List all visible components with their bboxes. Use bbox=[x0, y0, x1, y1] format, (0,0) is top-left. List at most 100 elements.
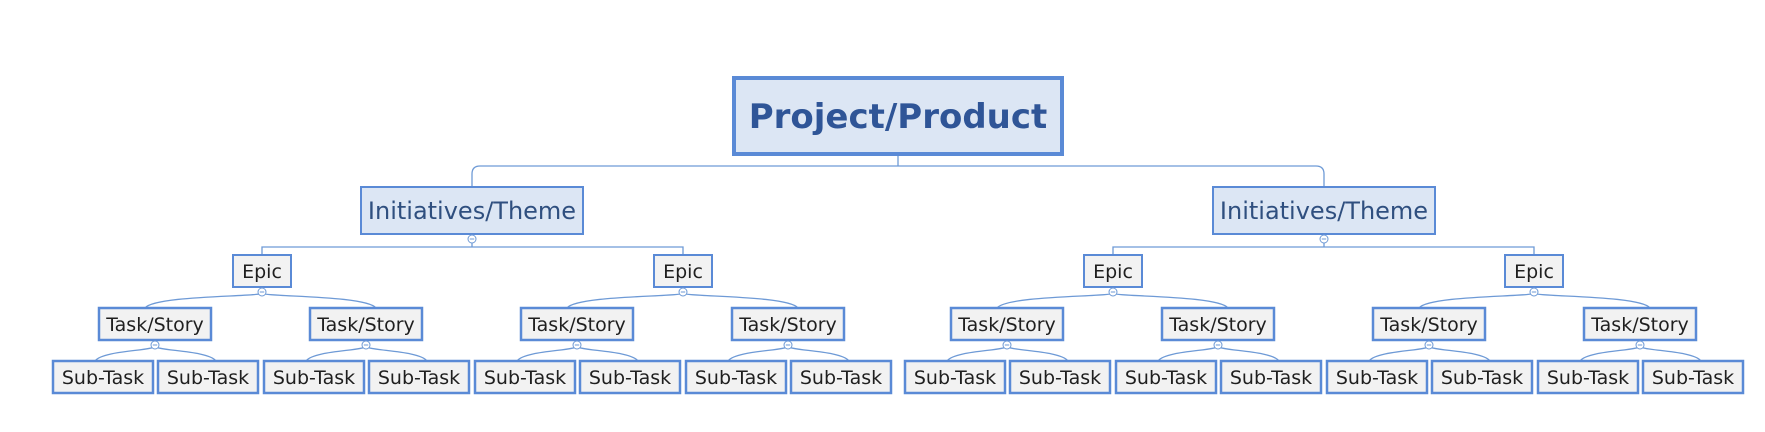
subtask-node-label: Sub-Task bbox=[1441, 367, 1523, 389]
subtask-node[interactable]: Sub-Task bbox=[1536, 359, 1640, 395]
task-node-box bbox=[1160, 306, 1276, 342]
epic-node[interactable]: Epic bbox=[232, 254, 292, 288]
task-node[interactable]: Task/Story bbox=[519, 306, 635, 342]
subtask-node-label: Sub-Task bbox=[1336, 367, 1418, 389]
task-connector-left bbox=[1579, 345, 1641, 362]
subtask-node-box bbox=[1430, 359, 1534, 395]
collapse-toggle[interactable] bbox=[678, 287, 688, 297]
task-node-box bbox=[519, 306, 635, 342]
subtask-node[interactable]: Sub-Task bbox=[473, 359, 577, 395]
subtask-node[interactable]: Sub-Task bbox=[1114, 359, 1218, 395]
epic-node-box bbox=[1504, 254, 1564, 288]
subtask-node-box bbox=[1219, 359, 1323, 395]
collapse-toggle[interactable] bbox=[150, 340, 160, 350]
collapse-toggle[interactable] bbox=[1529, 287, 1539, 297]
task-node[interactable]: Task/Story bbox=[949, 306, 1065, 342]
task-connector-right bbox=[1006, 345, 1069, 362]
subtask-node-label: Sub-Task bbox=[914, 367, 996, 389]
task-connector-left bbox=[1157, 345, 1219, 362]
collapse-toggle[interactable] bbox=[1635, 340, 1645, 350]
initiative-node[interactable]: Initiatives/Theme bbox=[1212, 186, 1436, 235]
collapse-toggle[interactable] bbox=[467, 234, 477, 244]
subtask-node-label: Sub-Task bbox=[589, 367, 671, 389]
collapse-toggle[interactable] bbox=[1319, 234, 1329, 244]
subtask-node[interactable]: Sub-Task bbox=[903, 359, 1007, 395]
task-node[interactable]: Task/Story bbox=[308, 306, 424, 342]
initiative-node-box bbox=[1212, 186, 1436, 235]
subtask-node-box bbox=[1325, 359, 1429, 395]
subtask-node[interactable]: Sub-Task bbox=[1008, 359, 1112, 395]
subtask-node[interactable]: Sub-Task bbox=[1641, 359, 1745, 395]
subtask-node-box bbox=[1114, 359, 1218, 395]
task-node-label: Task/Story bbox=[1168, 314, 1267, 336]
task-node-box bbox=[308, 306, 424, 342]
task-node-box bbox=[730, 306, 846, 342]
initiative-node-box bbox=[360, 186, 584, 235]
subtask-node-box bbox=[578, 359, 682, 395]
subtask-node-label: Sub-Task bbox=[1019, 367, 1101, 389]
epic-node[interactable]: Epic bbox=[1504, 254, 1564, 288]
task-node[interactable]: Task/Story bbox=[1160, 306, 1276, 342]
collapse-toggle[interactable] bbox=[783, 340, 793, 350]
collapse-toggle[interactable] bbox=[257, 287, 267, 297]
epic-node[interactable]: Epic bbox=[1083, 254, 1143, 288]
epic-node-box bbox=[653, 254, 713, 288]
task-node-label: Task/Story bbox=[957, 314, 1056, 336]
task-connector-left bbox=[94, 345, 156, 362]
subtask-node-box bbox=[1641, 359, 1745, 395]
subtask-node[interactable]: Sub-Task bbox=[578, 359, 682, 395]
subtask-node[interactable]: Sub-Task bbox=[1219, 359, 1323, 395]
subtask-node[interactable]: Sub-Task bbox=[367, 359, 471, 395]
subtask-node-box bbox=[1008, 359, 1112, 395]
subtask-node[interactable]: Sub-Task bbox=[789, 359, 893, 395]
subtask-node-box bbox=[473, 359, 577, 395]
task-node-label: Task/Story bbox=[527, 314, 626, 336]
epic-connector-right bbox=[1533, 292, 1651, 309]
collapse-toggle[interactable] bbox=[572, 340, 582, 350]
initiative-node-label: Initiatives/Theme bbox=[1220, 197, 1428, 225]
epic-node[interactable]: Epic bbox=[653, 254, 713, 288]
subtask-node-box bbox=[51, 359, 155, 395]
subtask-node[interactable]: Sub-Task bbox=[684, 359, 788, 395]
epic-node-label: Epic bbox=[242, 261, 282, 283]
subtask-node[interactable]: Sub-Task bbox=[51, 359, 155, 395]
root-connector-bus bbox=[471, 165, 1325, 187]
task-connector-right bbox=[1428, 345, 1491, 362]
collapse-toggle[interactable] bbox=[1213, 340, 1223, 350]
subtask-node-label: Sub-Task bbox=[1652, 367, 1734, 389]
subtask-node-box bbox=[156, 359, 260, 395]
task-node[interactable]: Task/Story bbox=[730, 306, 846, 342]
subtask-node[interactable]: Sub-Task bbox=[262, 359, 366, 395]
epic-connector-right bbox=[1112, 292, 1229, 309]
collapse-toggle[interactable] bbox=[1424, 340, 1434, 350]
epic-connector-left bbox=[144, 292, 263, 309]
task-connector-left bbox=[305, 345, 367, 362]
initiative-node[interactable]: Initiatives/Theme bbox=[360, 186, 584, 235]
subtask-node-box bbox=[789, 359, 893, 395]
initiative-node-label: Initiatives/Theme bbox=[368, 197, 576, 225]
subtask-node-label: Sub-Task bbox=[1230, 367, 1312, 389]
epic-connector-right bbox=[261, 292, 377, 309]
task-node[interactable]: Task/Story bbox=[97, 306, 213, 342]
task-connector-left bbox=[516, 345, 578, 362]
collapse-toggle[interactable] bbox=[361, 340, 371, 350]
root-node-label: Project/Product bbox=[749, 97, 1048, 137]
subtask-node[interactable]: Sub-Task bbox=[1325, 359, 1429, 395]
epic-connector-right bbox=[682, 292, 799, 309]
root-node[interactable]: Project/Product bbox=[732, 76, 1064, 156]
subtask-node-label: Sub-Task bbox=[1125, 367, 1207, 389]
task-node-label: Task/Story bbox=[1379, 314, 1478, 336]
subtask-node[interactable]: Sub-Task bbox=[156, 359, 260, 395]
collapse-toggle[interactable] bbox=[1108, 287, 1118, 297]
task-node[interactable]: Task/Story bbox=[1371, 306, 1487, 342]
collapse-toggle[interactable] bbox=[1002, 340, 1012, 350]
subtask-node[interactable]: Sub-Task bbox=[1430, 359, 1534, 395]
epic-node-label: Epic bbox=[1514, 261, 1554, 283]
task-node[interactable]: Task/Story bbox=[1582, 306, 1698, 342]
subtask-node-box bbox=[367, 359, 471, 395]
subtask-node-box bbox=[1536, 359, 1640, 395]
task-connector-left bbox=[1368, 345, 1430, 362]
initiative-connector-bus bbox=[1112, 246, 1535, 255]
task-connector-right bbox=[787, 345, 850, 362]
